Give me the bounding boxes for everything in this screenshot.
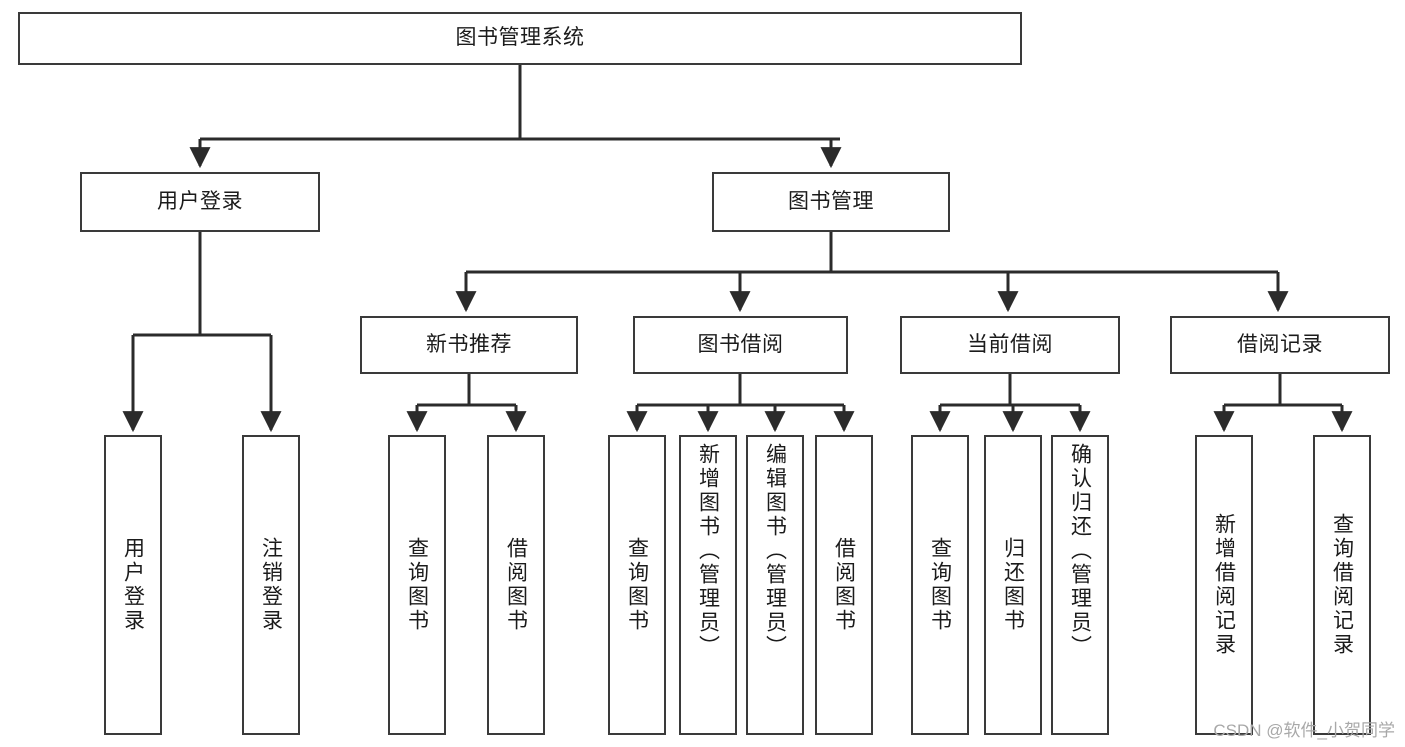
node-current-borrow-label: 当前借阅 — [967, 332, 1053, 356]
node-leaf-return-book[interactable]: 归还图书 — [984, 435, 1042, 735]
node-root[interactable]: 图书管理系统 — [18, 12, 1022, 65]
node-leaf-confirm-return-label: 确认归还（管理员） — [1068, 443, 1092, 659]
node-leaf-query-book-nb-label: 查询图书 — [405, 537, 429, 633]
node-leaf-borrow-book-bb[interactable]: 借阅图书 — [815, 435, 873, 735]
node-new-book-recommend[interactable]: 新书推荐 — [360, 316, 578, 374]
node-leaf-add-book-label: 新增图书（管理员） — [696, 443, 720, 659]
node-root-label: 图书管理系统 — [455, 26, 585, 50]
node-user-login-label: 用户登录 — [157, 189, 243, 213]
node-leaf-borrow-book-nb[interactable]: 借阅图书 — [487, 435, 545, 735]
watermark: CSDN @软件_小贺同学 — [1213, 721, 1395, 740]
node-leaf-borrow-book-bb-label: 借阅图书 — [832, 537, 856, 633]
node-current-borrow[interactable]: 当前借阅 — [900, 316, 1120, 374]
node-leaf-query-record-label: 查询借阅记录 — [1330, 513, 1354, 657]
node-leaf-user-login-label: 用户登录 — [121, 537, 145, 633]
node-borrow-record-label: 借阅记录 — [1237, 332, 1323, 356]
node-user-login[interactable]: 用户登录 — [80, 172, 320, 232]
node-leaf-return-book-label: 归还图书 — [1001, 537, 1025, 633]
node-leaf-edit-book-label: 编辑图书（管理员） — [763, 443, 787, 659]
node-leaf-query-book-bb-label: 查询图书 — [625, 537, 649, 633]
node-borrow-record[interactable]: 借阅记录 — [1170, 316, 1390, 374]
node-book-manage-label: 图书管理 — [788, 189, 874, 213]
node-new-book-recommend-label: 新书推荐 — [426, 332, 512, 356]
node-book-manage[interactable]: 图书管理 — [712, 172, 950, 232]
node-leaf-query-book-cb[interactable]: 查询图书 — [911, 435, 969, 735]
node-leaf-borrow-book-nb-label: 借阅图书 — [504, 537, 528, 633]
node-leaf-add-record[interactable]: 新增借阅记录 — [1195, 435, 1253, 735]
node-book-borrow[interactable]: 图书借阅 — [633, 316, 848, 374]
node-leaf-add-record-label: 新增借阅记录 — [1212, 513, 1236, 657]
node-leaf-user-login[interactable]: 用户登录 — [104, 435, 162, 735]
node-leaf-logout[interactable]: 注销登录 — [242, 435, 300, 735]
node-leaf-logout-label: 注销登录 — [259, 537, 283, 633]
node-leaf-edit-book[interactable]: 编辑图书（管理员） — [746, 435, 804, 735]
node-leaf-query-record[interactable]: 查询借阅记录 — [1313, 435, 1371, 735]
node-leaf-query-book-nb[interactable]: 查询图书 — [388, 435, 446, 735]
node-leaf-query-book-bb[interactable]: 查询图书 — [608, 435, 666, 735]
node-leaf-query-book-cb-label: 查询图书 — [928, 537, 952, 633]
node-leaf-confirm-return[interactable]: 确认归还（管理员） — [1051, 435, 1109, 735]
node-leaf-add-book[interactable]: 新增图书（管理员） — [679, 435, 737, 735]
node-book-borrow-label: 图书借阅 — [697, 332, 784, 356]
